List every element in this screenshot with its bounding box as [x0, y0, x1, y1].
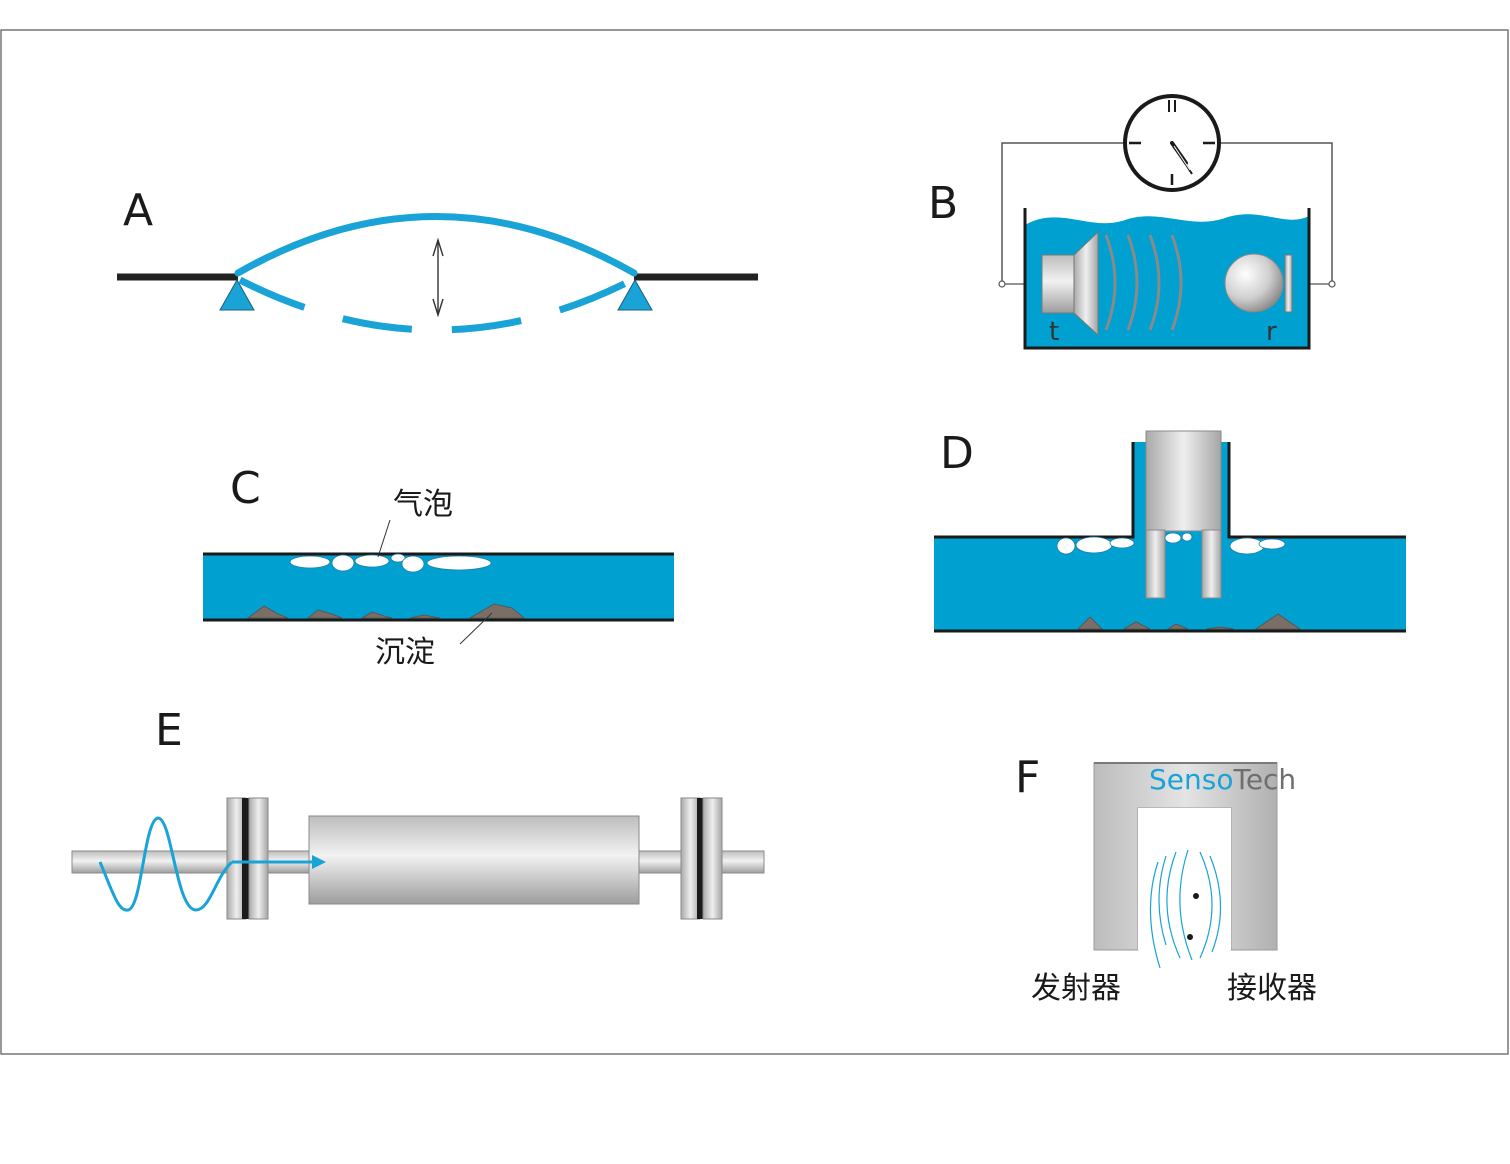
- panel-c-letter: C: [230, 463, 261, 514]
- flange-left: [226, 797, 269, 920]
- brand-senso: Senso: [1149, 763, 1233, 796]
- clock-icon: [1123, 94, 1221, 192]
- receiver-sphere: [1224, 253, 1284, 313]
- sensor-probe: [1145, 430, 1222, 599]
- shaft-right: [719, 850, 765, 874]
- panel-b: B t: [928, 94, 1336, 350]
- support-right: [617, 278, 653, 311]
- sediment-deposits: [1077, 613, 1302, 630]
- panel-b-letter: B: [928, 178, 958, 229]
- ultrasonic-waves: [1149, 849, 1222, 969]
- panel-d-letter: D: [940, 428, 974, 479]
- bubbles-label: 气泡: [393, 487, 453, 522]
- wire-right: [1219, 142, 1333, 284]
- drum-body: [308, 815, 640, 905]
- sediment-deposits: [246, 603, 526, 619]
- receiver-plate: [1284, 254, 1293, 313]
- terminal-left: [998, 280, 1006, 288]
- brand-logo: SensoTech: [1149, 763, 1296, 796]
- terminal-right: [1328, 280, 1336, 288]
- flange-right: [680, 797, 723, 920]
- wire-left: [1001, 142, 1125, 284]
- sound-waves: [1104, 234, 1183, 331]
- pipe-top-wall-left: [934, 442, 1135, 539]
- tank-wall: [1023, 208, 1311, 350]
- vibration-wave: [98, 816, 234, 912]
- brand-tech: Tech: [1232, 763, 1296, 796]
- support-left: [219, 278, 255, 311]
- pipe-liquid: [934, 537, 1406, 631]
- speaker-icon: [1041, 230, 1099, 337]
- beam-deflection-down: [238, 276, 634, 334]
- bubbles-leader: [377, 519, 391, 558]
- transmitter-label: t: [1049, 317, 1059, 347]
- receiver-label: 接收器: [1227, 971, 1317, 1006]
- air-bubbles: [289, 553, 492, 573]
- receiver-label: r: [1266, 317, 1277, 347]
- panel-f: F SensoTech 发射器 接收器: [1015, 752, 1317, 1006]
- panel-a-letter: A: [123, 185, 153, 236]
- panel-e: E: [71, 705, 765, 920]
- sediment-leader: [459, 612, 493, 645]
- sediment-label: 沉淀: [375, 635, 435, 670]
- pipe-top-wall-right: [1227, 442, 1406, 539]
- shaft-right-inner: [637, 850, 683, 874]
- transmitter-label: 发射器: [1031, 971, 1121, 1006]
- panel-f-letter: F: [1015, 752, 1040, 803]
- particle-dot: [1193, 893, 1199, 899]
- figure-frame: [0, 29, 1509, 1055]
- panel-d: D: [934, 428, 1406, 633]
- panel-c: C 气泡 沉淀: [203, 463, 674, 670]
- amplitude-arrow: [432, 237, 444, 318]
- beam-deflection-up: [234, 213, 638, 277]
- particle-dot: [1187, 934, 1193, 940]
- shaft-left: [71, 850, 228, 874]
- air-bubbles: [1056, 532, 1286, 555]
- wave-arrow-head: [312, 855, 326, 869]
- panel-e-letter: E: [155, 705, 183, 756]
- panel-a: A: [117, 185, 758, 334]
